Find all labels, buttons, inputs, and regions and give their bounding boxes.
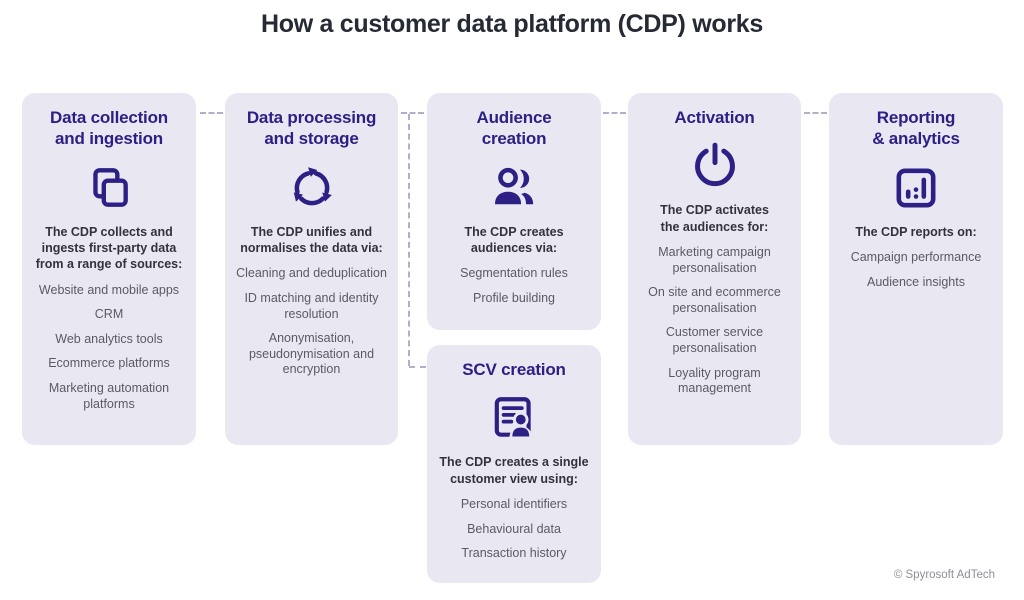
card-lead: The CDP creates audiences via: xyxy=(464,224,564,256)
users-icon xyxy=(438,159,590,217)
list-item: Behavioural data xyxy=(467,521,561,536)
list-item: Marketing campaign personalisation xyxy=(658,244,771,275)
card-title: Audience creation xyxy=(476,108,552,149)
copy-icon xyxy=(33,159,185,217)
list-item: CRM xyxy=(94,307,124,322)
card-lead: The CDP collects and ingests first-party… xyxy=(35,224,183,272)
card-audience-creation: Audience creation The CDP creates audien… xyxy=(427,93,601,330)
card-items: Personal identifiers Behavioural data Tr… xyxy=(438,497,590,562)
card-items: Campaign performance Audience insights xyxy=(840,250,992,290)
card-items: Website and mobile apps CRM Web analytic… xyxy=(33,283,185,413)
card-items: Marketing campaign personalisation On si… xyxy=(639,245,790,397)
connector-dashed-3 xyxy=(603,112,626,114)
card-activation: Activation The CDP activates the audienc… xyxy=(628,93,801,445)
list-item: Website and mobile apps xyxy=(38,282,180,297)
page-title: How a customer data platform (CDP) works xyxy=(261,10,763,38)
card-lead: The CDP creates a single customer view u… xyxy=(439,455,589,486)
connector-dashed-4 xyxy=(804,112,827,114)
connector-dashed-2 xyxy=(401,112,424,114)
card-lead: The CDP activates the audiences for: xyxy=(660,203,769,234)
card-items: Cleaning and deduplication ID matching a… xyxy=(236,266,387,378)
card-title: SCV creation xyxy=(462,360,566,379)
list-item: Audience insights xyxy=(867,274,965,289)
list-item: Customer service personalisation xyxy=(665,325,764,356)
copyright-credit: © Spyrosoft AdTech xyxy=(893,569,995,581)
cycle-arrows-icon xyxy=(236,159,387,217)
list-item: Web analytics tools xyxy=(55,331,163,346)
card-title: Reporting & analytics xyxy=(872,108,960,149)
list-item: Transaction history xyxy=(461,546,567,561)
connector-dashed-vertical xyxy=(408,114,410,366)
list-item: Anonymisation, pseudonymisation and encr… xyxy=(248,331,375,377)
card-lead: The CDP unifies and normalises the data … xyxy=(240,224,383,256)
list-item: Ecommerce platforms xyxy=(48,356,170,371)
list-item: Campaign performance xyxy=(850,250,982,265)
connector-dashed-elbow xyxy=(409,366,426,368)
card-title: Data processing and storage xyxy=(246,108,377,149)
list-item: Marketing automation platforms xyxy=(48,381,170,411)
list-item: Segmentation rules xyxy=(460,266,568,281)
list-item: ID matching and identity resolution xyxy=(244,290,379,321)
power-icon xyxy=(639,137,790,195)
list-item: Cleaning and deduplication xyxy=(236,266,387,281)
list-item: On site and ecommerce personalisation xyxy=(648,285,781,315)
card-items: Segmentation rules Profile building xyxy=(438,266,590,306)
customer-view-icon xyxy=(438,389,590,447)
card-scv-creation: SCV creation The CDP creates a single cu… xyxy=(427,345,601,583)
bar-chart-icon xyxy=(840,159,992,217)
card-lead: The CDP reports on: xyxy=(855,224,977,239)
list-item: Loyality program management xyxy=(668,365,761,396)
card-title: Data collection and ingestion xyxy=(50,108,168,149)
card-data-collection: Data collection and ingestion The CDP co… xyxy=(22,93,196,445)
card-data-processing: Data processing and storage xyxy=(225,93,398,445)
list-item: Profile building xyxy=(473,290,555,305)
connector-dashed-1 xyxy=(200,112,223,114)
list-item: Personal identifiers xyxy=(460,496,568,511)
card-reporting-analytics: Reporting & analytics The CDP reports on… xyxy=(829,93,1003,445)
card-title: Activation xyxy=(674,108,755,127)
